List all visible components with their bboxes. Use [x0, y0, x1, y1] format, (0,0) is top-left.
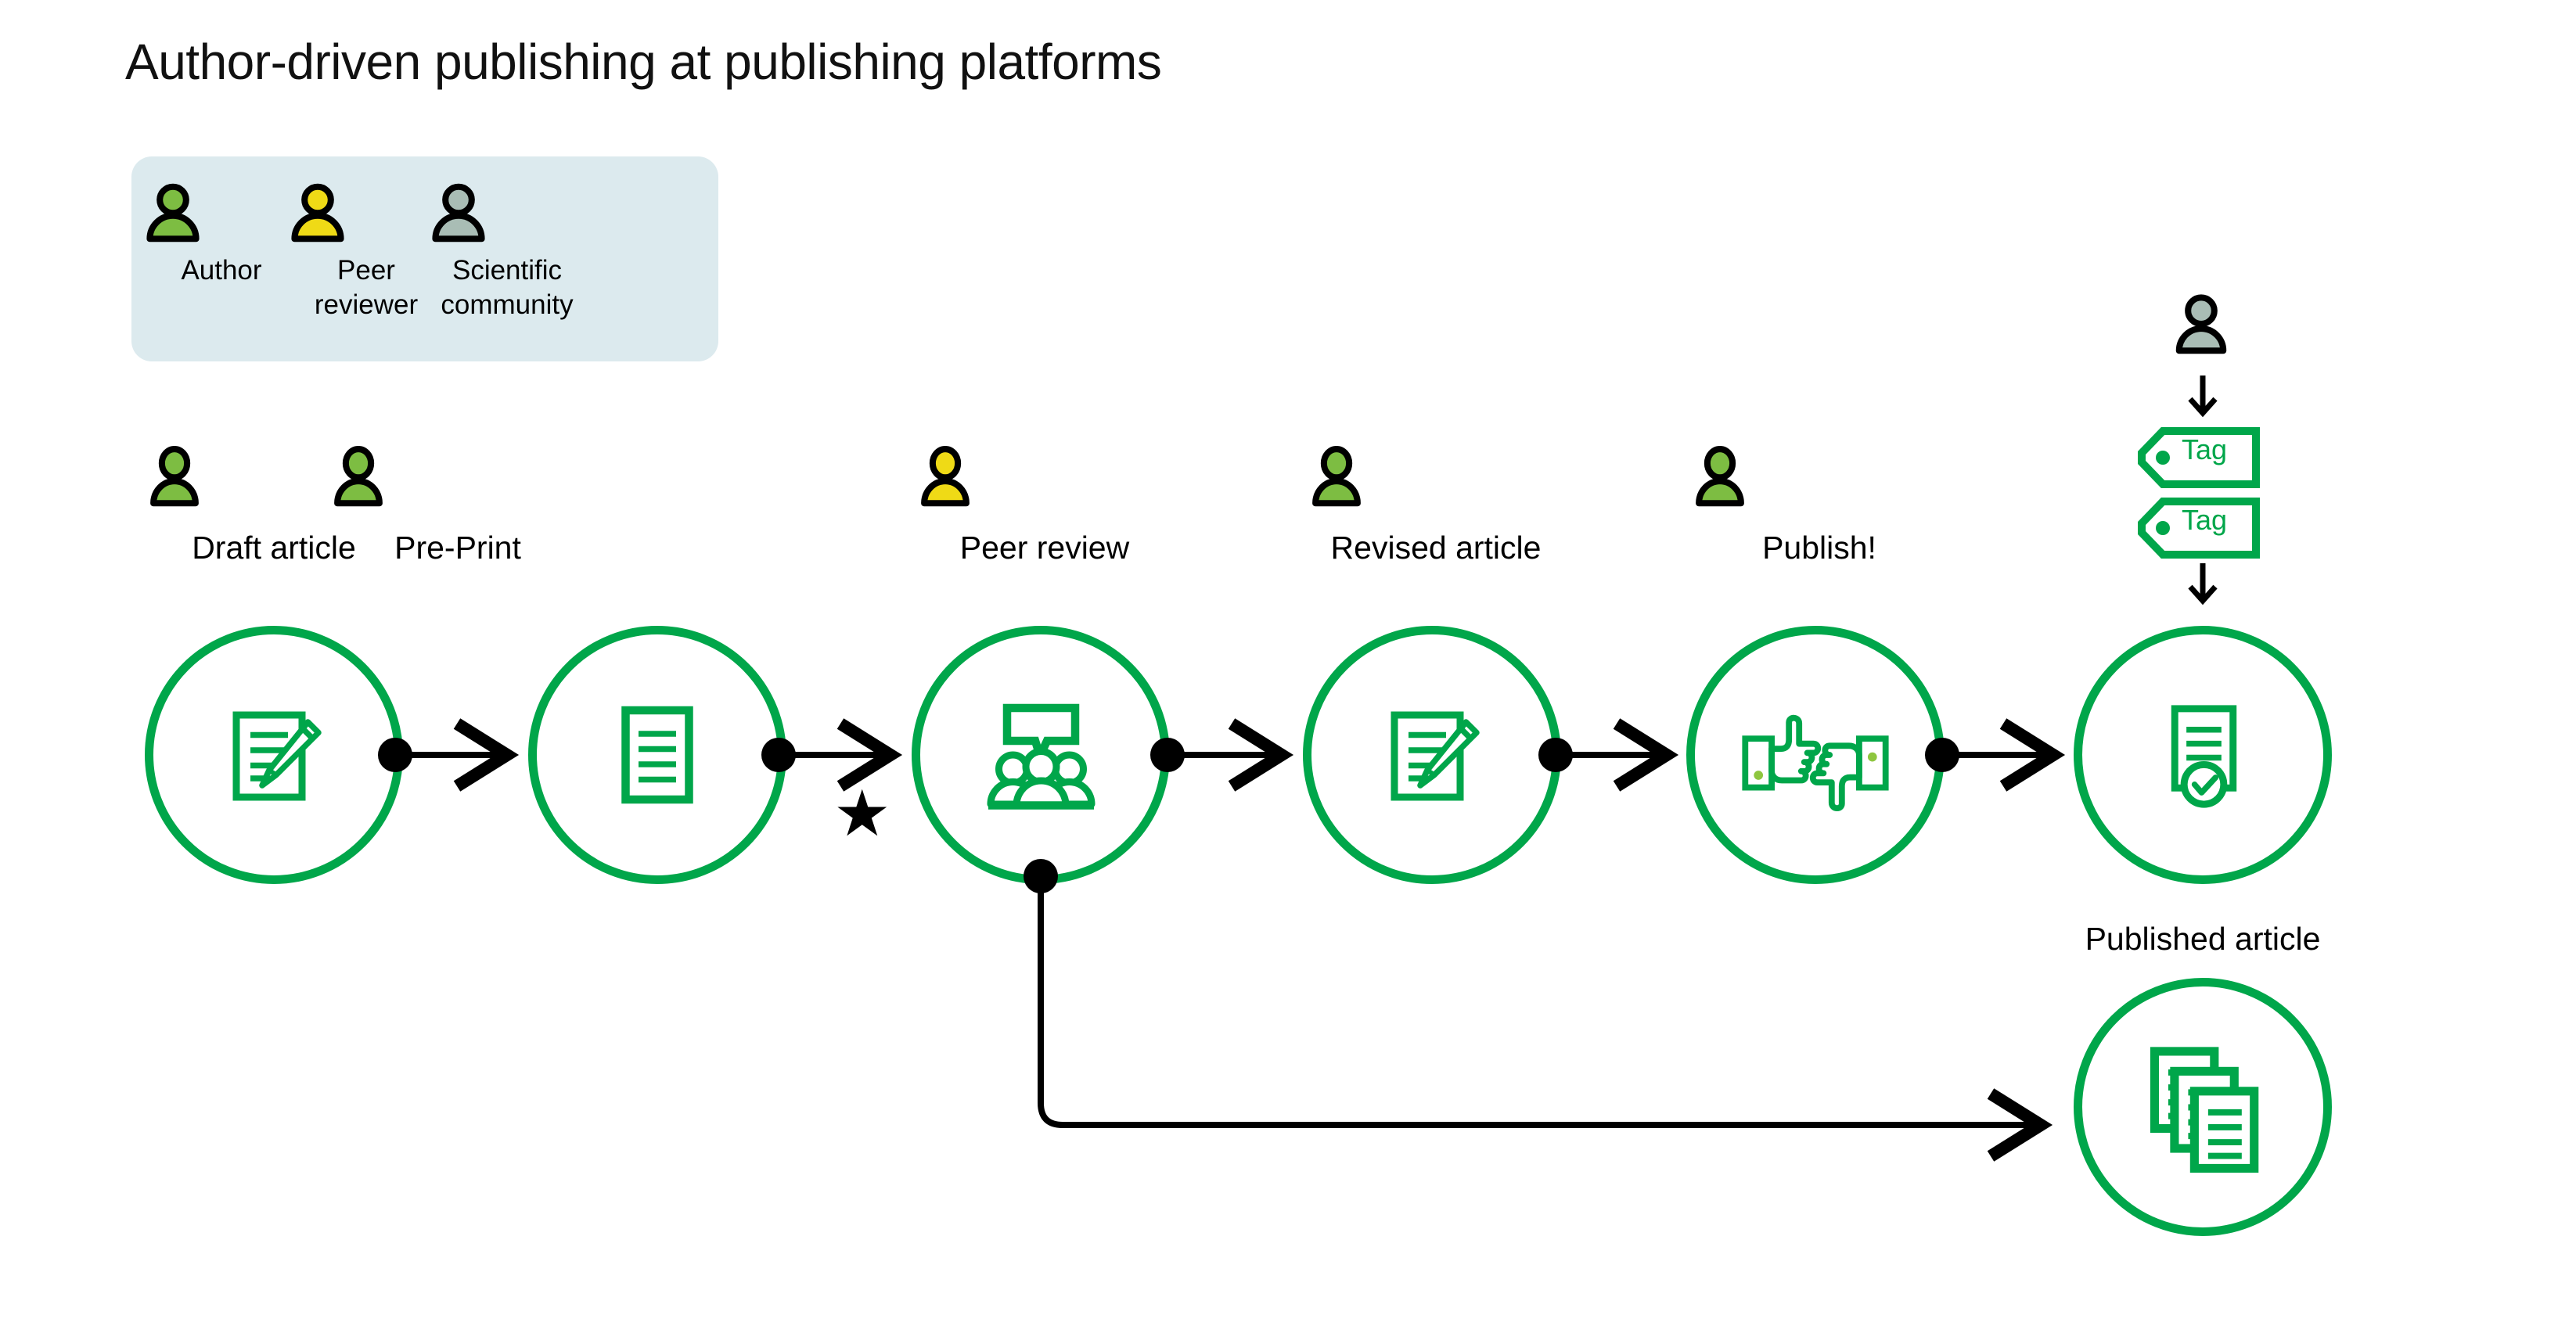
person-icon	[1686, 442, 1952, 523]
step-header-revised-article: Revised article	[1303, 442, 1569, 567]
document-lines-icon	[604, 696, 711, 814]
person-icon	[141, 442, 407, 523]
step-label: Draft article	[192, 530, 356, 566]
node-published-article[interactable]	[2074, 626, 2332, 884]
tag-chip[interactable]: Tag	[2136, 498, 2261, 559]
step-label: Publish!	[1762, 530, 1876, 566]
people-comment-icon	[977, 696, 1106, 814]
step-header-publish: Publish!	[1686, 442, 1952, 567]
person-icon	[2175, 294, 2227, 354]
step-label: Peer review	[959, 530, 1130, 566]
node-revised-article[interactable]	[1303, 626, 1561, 884]
person-icon	[912, 442, 1178, 523]
legend-panel: Author Peer reviewer Scientific communit…	[131, 156, 718, 361]
tag-chip[interactable]: Tag	[2136, 427, 2261, 488]
legend-item-author: Author	[139, 180, 304, 288]
down-arrow-to-published-icon	[2183, 562, 2222, 606]
down-arrow-to-tags-icon	[2183, 374, 2222, 418]
tag-label: Tag	[2182, 433, 2228, 465]
tag-label: Tag	[2182, 504, 2228, 536]
step-header-draft-article: Draft article	[141, 442, 407, 567]
person-icon	[284, 180, 448, 247]
legend-item-label: Author	[181, 255, 262, 286]
step-label: Revised article	[1330, 530, 1542, 566]
page-title: Author-driven publishing at publishing p…	[125, 34, 1162, 90]
document-pencil-icon	[215, 696, 333, 814]
legend-item-label-line2: reviewer	[314, 289, 419, 320]
legend-item-scientific-community: Scientific community	[425, 180, 589, 322]
legend-item-peer-reviewer: Peer reviewer	[284, 180, 448, 322]
step-header-pre-print: Pre-Print	[325, 442, 591, 567]
legend-item-label-line1: Peer	[337, 255, 395, 286]
node-draft-article[interactable]	[145, 626, 403, 884]
document-pencil-icon	[1373, 696, 1491, 814]
star-marker: ★	[833, 778, 891, 850]
thumbs-up-down-icon	[1737, 704, 1894, 811]
person-icon	[1303, 442, 1569, 523]
document-check-icon	[2144, 695, 2261, 816]
branch-connector	[1038, 876, 2053, 1162]
step-label: Pre-Print	[394, 530, 521, 566]
person-icon	[139, 180, 304, 247]
person-icon	[425, 180, 589, 247]
legend-item-label-line2: community	[441, 289, 574, 320]
scientific-community-actor	[2168, 289, 2235, 361]
node-peer-review[interactable]	[912, 626, 1170, 884]
legend-item-label-line1: Scientific	[452, 255, 563, 286]
person-icon	[325, 442, 591, 523]
step-header-peer-review: Peer review	[912, 442, 1178, 567]
node-publish[interactable]	[1686, 626, 1945, 884]
documents-stack-icon	[2135, 1039, 2272, 1176]
published-article-caption: Published article	[2085, 921, 2321, 957]
node-article-collection[interactable]	[2074, 978, 2332, 1236]
